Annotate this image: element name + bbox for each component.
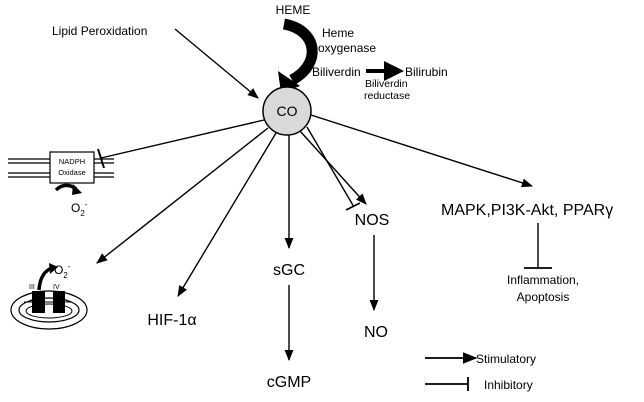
co-node <box>262 86 312 136</box>
cgmp-label: cGMP <box>267 374 311 391</box>
no-label: NO <box>364 324 388 341</box>
lipid-to-co-arrow <box>174 28 259 99</box>
legend-stimulatory-label: Stimulatory <box>476 352 536 366</box>
nadph-superoxide-arrowhead <box>72 184 82 195</box>
heme-oxygenase-label-1: Heme <box>322 26 354 40</box>
mito-superoxide-arrowhead <box>49 263 58 274</box>
mapk-label: MAPK,PI3K-Akt, PPARγ <box>441 202 613 219</box>
nadph-oxidase-box <box>49 151 95 184</box>
complex-iv-label: IV <box>53 284 60 291</box>
sgc-label: sGC <box>273 262 305 279</box>
complex-iv-block <box>53 291 65 313</box>
legend: Stimulatory Inhibitory <box>425 352 536 392</box>
complex-iii-block <box>32 291 45 313</box>
biliverdin-reductase-label-1: Biliverdin <box>365 78 408 90</box>
bilirubin-label: Bilirubin <box>405 65 448 79</box>
heme-oxygenase-label-2: oxygenase <box>318 41 376 55</box>
inflammation-label-2: Apoptosis <box>517 290 570 304</box>
hif-label: HIF-1α <box>147 312 196 329</box>
co-to-nos-inhibition-line <box>306 126 355 208</box>
nadph-label-1: NADPH <box>59 157 85 166</box>
nos-inhibition-bar <box>345 202 361 211</box>
biliverdin-reductase-label-2: reductase <box>364 90 410 102</box>
nadph-oxidase-membrane <box>8 158 114 178</box>
biliverdin-label: Biliverdin <box>312 65 361 79</box>
co-to-mitochondria-arrow <box>96 127 269 264</box>
lipid-peroxidation-label: Lipid Peroxidation <box>52 24 147 38</box>
complex-iii-label: III <box>29 284 35 291</box>
co-label: CO <box>277 103 298 119</box>
nadph-o2-label: O2- <box>71 200 88 218</box>
mito-o2-label: O2- <box>54 262 71 280</box>
mitochondrion <box>10 290 88 330</box>
co-to-hif-arrow <box>177 132 277 297</box>
co-to-nos-arrow <box>299 130 367 205</box>
nos-label: NOS <box>355 212 390 229</box>
inflammation-label-1: Inflammation, <box>507 273 579 287</box>
co-to-mapk-arrow <box>310 114 534 188</box>
co-to-nadph-inhibition-line <box>100 119 265 159</box>
legend-inhibitory-label: Inhibitory <box>484 378 533 392</box>
heme-label: HEME <box>276 3 311 17</box>
nadph-label-2: Oxidase <box>58 168 86 177</box>
heme-oxygenase-curved-arrow <box>282 18 318 85</box>
